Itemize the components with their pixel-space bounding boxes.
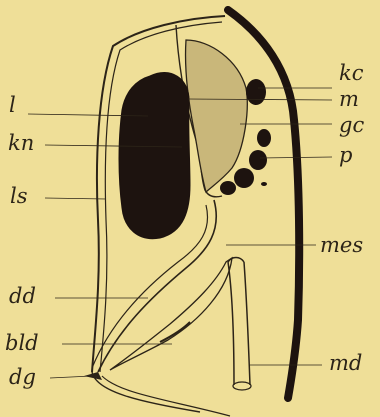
dark-spot-upper (246, 79, 266, 105)
dark-spot-p2 (234, 168, 254, 188)
label-p: p (339, 143, 352, 167)
label-bld: bld (5, 331, 39, 355)
dark-nuclear-mass (119, 72, 190, 238)
label-m: m (339, 87, 359, 111)
label-kc: kc (339, 61, 364, 85)
label-gc: gc (339, 113, 364, 137)
label-dd: dd (9, 284, 36, 308)
label-l: l (9, 93, 16, 117)
label-mes: mes (320, 233, 363, 257)
dark-spot-mid (257, 129, 271, 147)
dark-spot-p3 (220, 181, 236, 195)
dark-spot-small (261, 182, 267, 186)
dark-spot-p1 (249, 150, 267, 170)
label-md: md (329, 351, 362, 375)
label-dg: dg (9, 365, 36, 389)
label-kn: kn (8, 131, 34, 155)
label-ls: ls (10, 184, 28, 208)
